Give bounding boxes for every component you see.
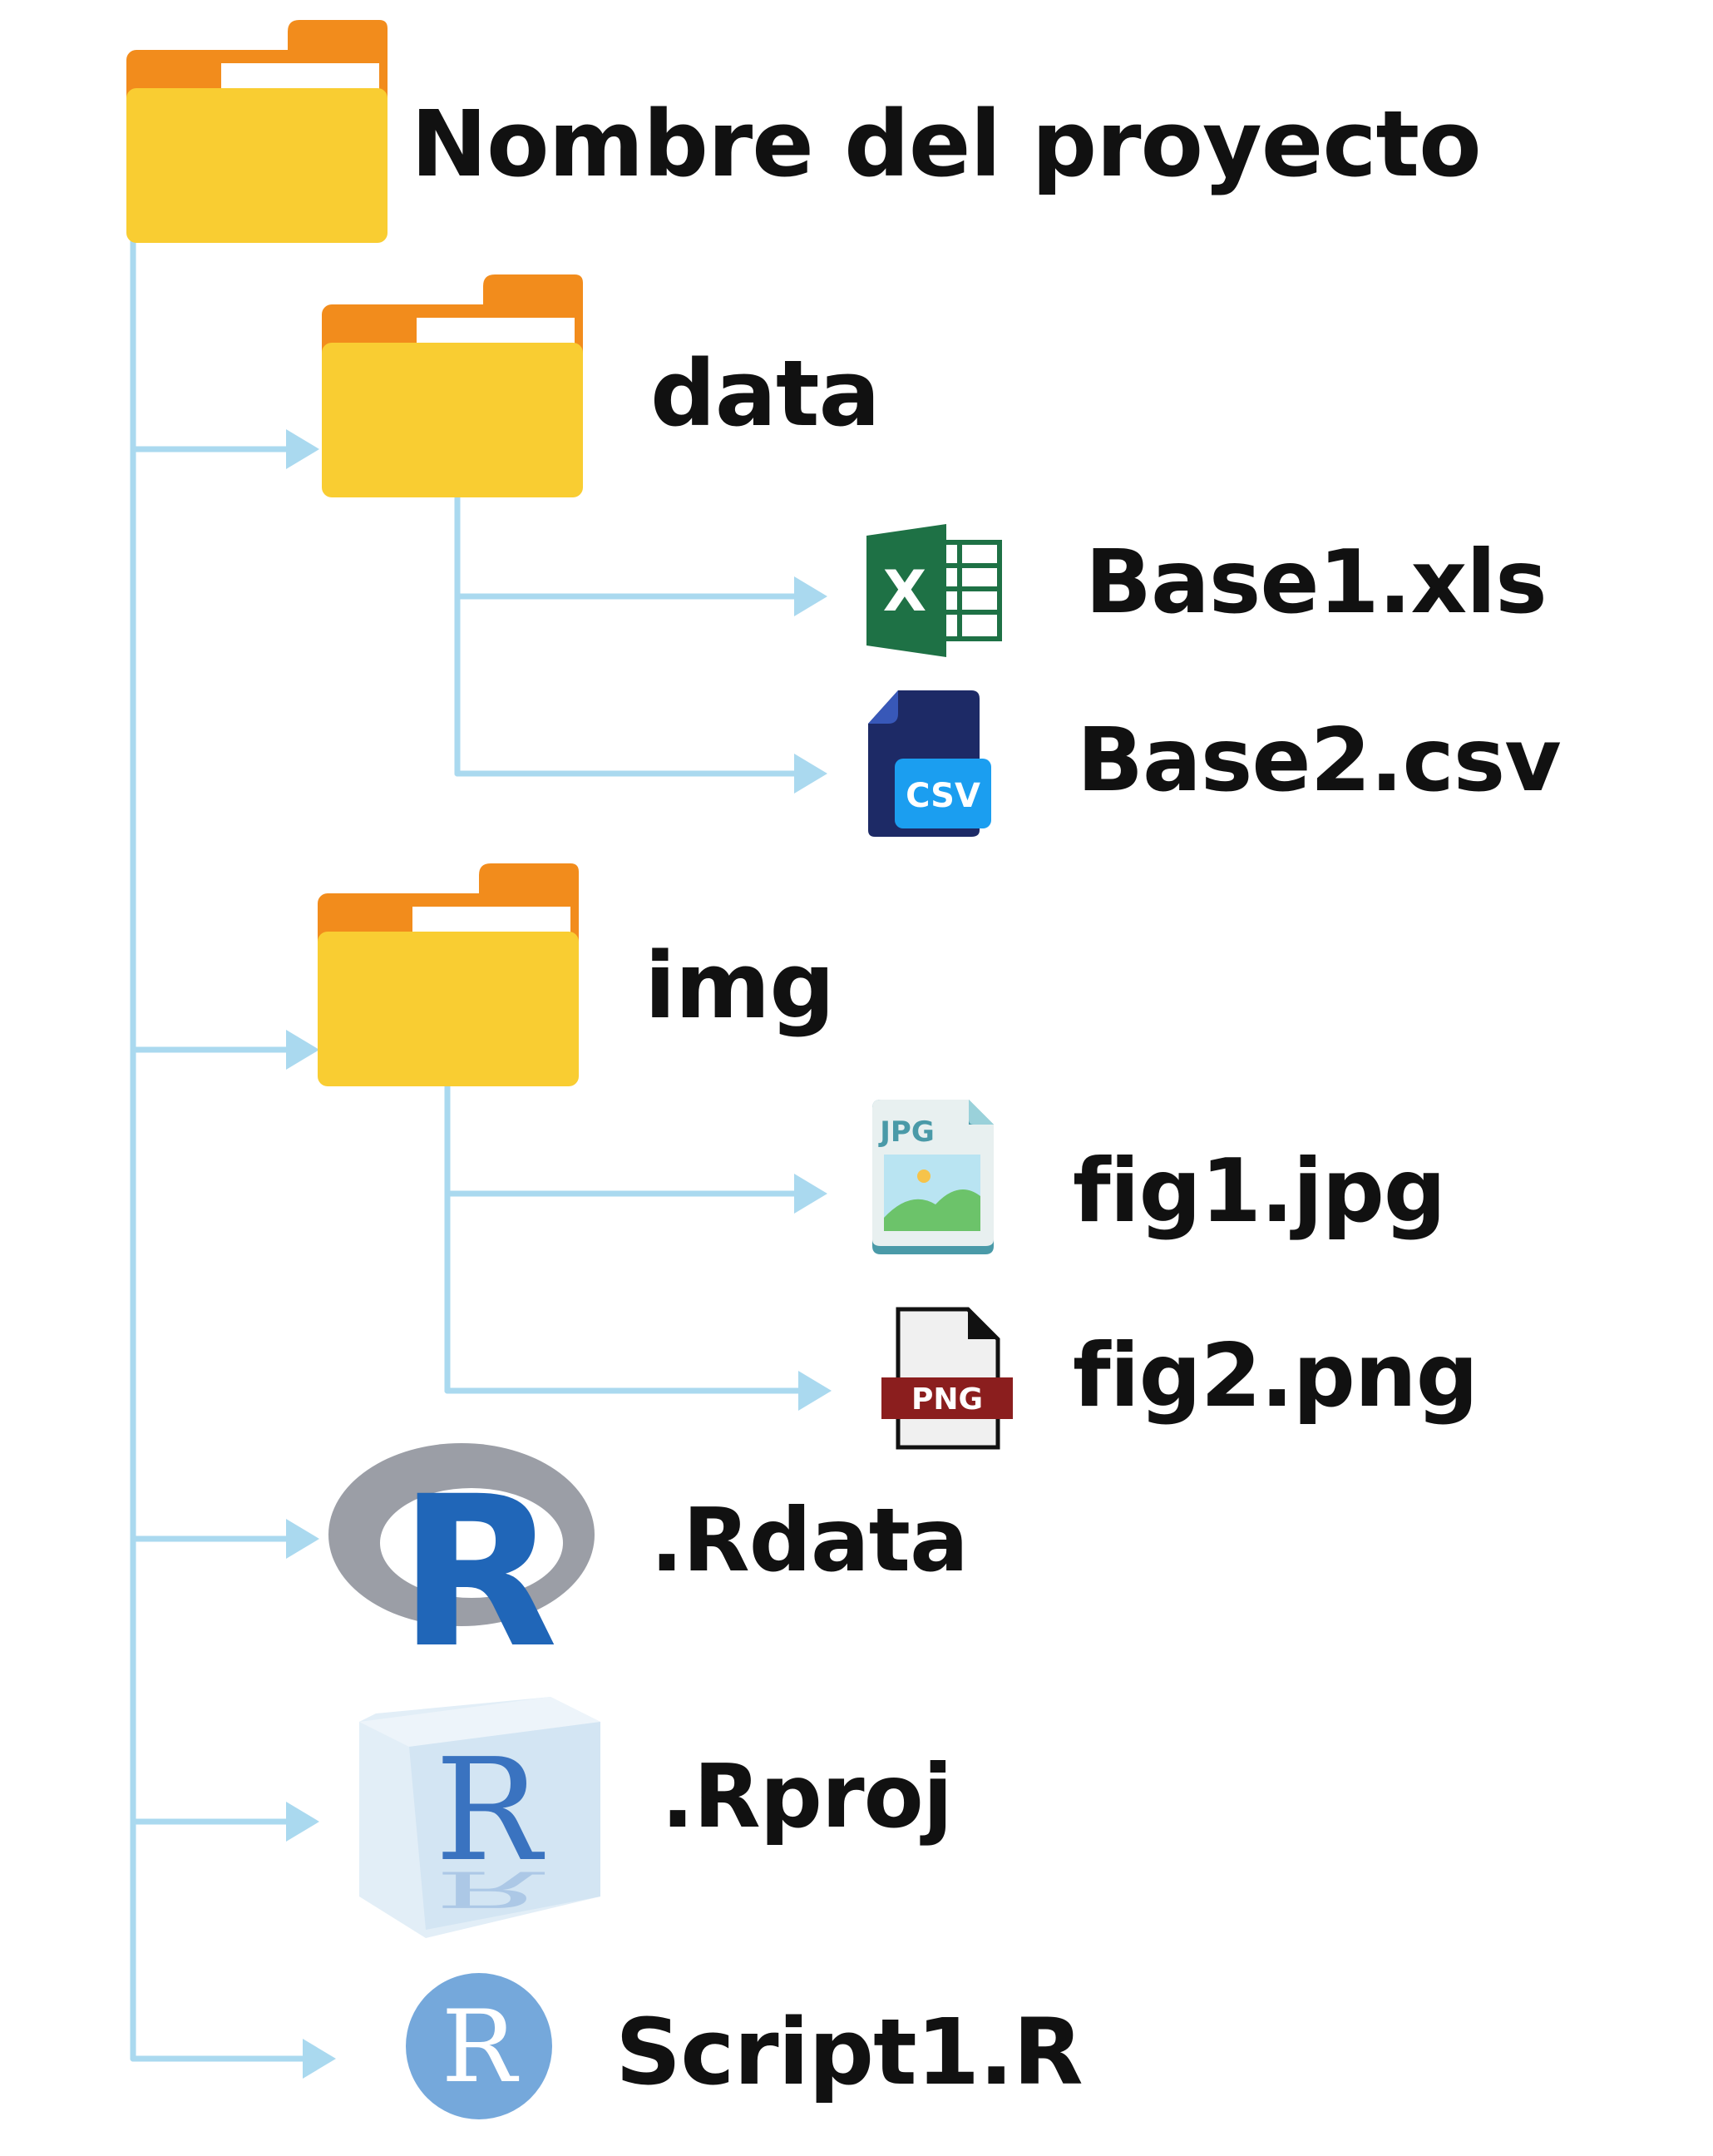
csv-file-icon[interactable]: CSV xyxy=(865,690,1006,840)
file-label: .Rproj xyxy=(661,1746,953,1847)
excel-badge: X xyxy=(883,559,926,625)
folder-icon[interactable] xyxy=(320,274,586,499)
root-folder-label: Nombre del proyecto xyxy=(411,91,1482,197)
r-logo-icon[interactable]: R xyxy=(328,1435,603,1651)
file-label: Base2.csv xyxy=(1077,710,1562,811)
excel-icon[interactable]: X xyxy=(866,524,1008,657)
r-letter-reflection: R xyxy=(435,1860,545,1917)
data-folder-label: data xyxy=(650,340,881,447)
r-letter: R xyxy=(442,1990,520,2105)
jpg-badge: JPG xyxy=(878,1115,934,1149)
file-label: fig2.png xyxy=(1073,1325,1479,1427)
r-letter: R xyxy=(435,1728,545,1893)
file-label: Script1.R xyxy=(615,1999,1084,2105)
png-file-icon[interactable]: PNG xyxy=(881,1306,1023,1456)
r-letter: R xyxy=(398,1451,559,1651)
csv-badge: CSV xyxy=(906,777,980,815)
file-label: Base1.xls xyxy=(1085,532,1548,633)
png-badge: PNG xyxy=(911,1382,983,1417)
img-folder-label: img xyxy=(644,932,835,1039)
file-label: fig1.jpg xyxy=(1073,1140,1446,1242)
folder-icon[interactable] xyxy=(316,863,582,1088)
rproj-cube-icon[interactable]: R R xyxy=(351,1689,609,1938)
jpg-file-icon[interactable]: JPG xyxy=(869,1100,1010,1258)
r-script-icon[interactable]: R xyxy=(406,1973,555,2123)
file-label: .Rdata xyxy=(650,1490,969,1591)
folder-icon[interactable] xyxy=(125,20,391,245)
